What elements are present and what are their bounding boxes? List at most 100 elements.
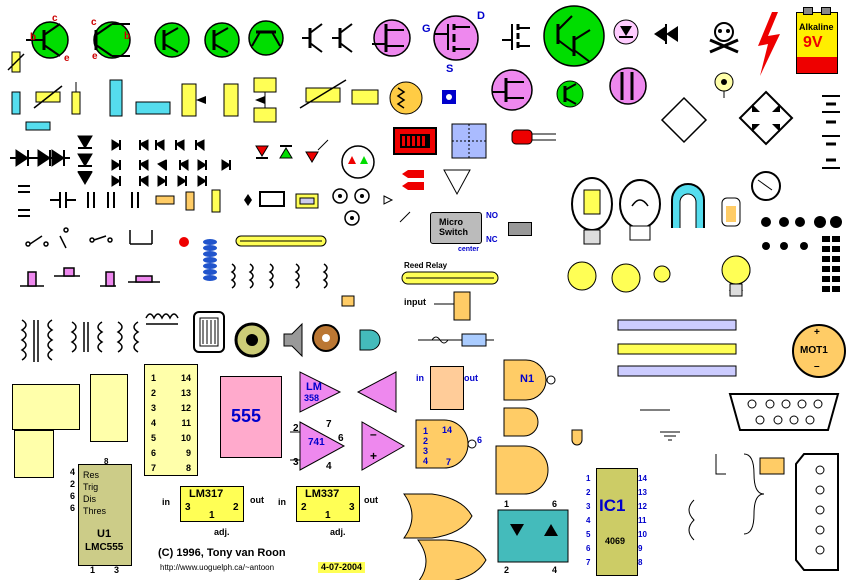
website-text: http://www.uoguelph.ca/~antoon	[160, 563, 275, 572]
microswitch-center: center	[458, 246, 480, 253]
u1-pin-label: Thres	[83, 506, 107, 516]
collector-label: c	[52, 13, 58, 24]
lm337-pin3: 3	[349, 502, 355, 513]
base-label-2: b	[124, 31, 131, 42]
dip14-pin: 13	[180, 388, 191, 398]
gate-label: G	[422, 23, 431, 35]
lm317-pin2: 2	[233, 502, 239, 513]
lm741-pin6: 6	[338, 433, 344, 444]
motor-plus: +	[814, 327, 820, 338]
opto-pin1: 1	[504, 499, 510, 509]
lm337-in: in	[278, 497, 286, 507]
dip14-pin: 3	[151, 403, 157, 413]
battery-9v: Alkaline 9V	[796, 7, 838, 74]
u1-part: LMC555	[85, 542, 124, 553]
u1-left-pins: 4 2 6 6	[70, 466, 75, 514]
ic1-4069: IC1 4069	[596, 468, 638, 576]
lm317-out: out	[250, 495, 264, 505]
u1-pin: 6	[70, 491, 76, 501]
ic1-pin: 10	[638, 530, 647, 539]
lm317-pin1: 1	[209, 510, 215, 521]
u1-pin: 6	[70, 503, 76, 513]
u1-bottom-pin-1: 1	[90, 565, 96, 575]
gate14-pin7: 7	[446, 457, 452, 467]
dip14-chip: 1 2 3 4 5 6 7 14 13 12 11 10 9 8	[144, 364, 198, 476]
block-out-label: out	[464, 373, 478, 383]
gate14-left-pins: 1 2 3 4	[423, 426, 428, 466]
u1-pin: 4	[70, 467, 76, 477]
dip14-left-pins: 1 2 3 4 5 6 7	[151, 371, 156, 476]
ic1-pin: 2	[586, 488, 591, 497]
u1-pin-label: Res	[83, 470, 100, 480]
ic1-pin: 12	[638, 502, 647, 511]
ic1-left-pins: 1 2 3 4 5 6 7	[586, 472, 590, 570]
ic1-pin: 8	[638, 558, 643, 567]
gate14-pin6: 6	[477, 435, 483, 445]
ic1-pin: 14	[638, 474, 647, 483]
ic1-pin: 4	[586, 516, 591, 525]
dip8-chip-1	[12, 384, 80, 430]
collector-label-2: c	[91, 17, 97, 28]
lm741-pin7: 7	[326, 419, 332, 430]
dip14-right-pins: 14 13 12 11 10 9 8	[181, 371, 191, 476]
small-relay	[508, 222, 532, 236]
emitter-label: e	[64, 53, 70, 64]
lm317-in: in	[162, 497, 170, 507]
dip14-pin: 10	[180, 433, 191, 443]
ic-555: 555	[220, 376, 282, 458]
dip14-pin: 4	[151, 418, 157, 428]
inout-block	[430, 366, 464, 410]
dip14-pin: 1	[151, 373, 157, 383]
u1-ref: U1	[97, 528, 112, 540]
dip14-pin: 2	[151, 388, 157, 398]
gate14-pin: 4	[423, 456, 429, 466]
gate14-pin: 1	[423, 426, 429, 436]
ic1-pin: 7	[586, 558, 591, 567]
ic1-ref: IC1	[599, 496, 626, 515]
gate14-pin14: 14	[442, 425, 453, 435]
reed-relay-label: Reed Relay	[404, 261, 448, 270]
lm317-name: LM317	[189, 488, 224, 500]
ic1-pin: 3	[586, 502, 591, 511]
u1-pin: 2	[70, 479, 76, 489]
u1-pin-label: Dis	[83, 494, 96, 504]
lm317-pin3: 3	[185, 502, 191, 513]
opto-pin6: 6	[552, 499, 558, 509]
dip14-pin: 12	[180, 403, 191, 413]
emitter-label-2: e	[92, 51, 98, 62]
motor-label: MOT1	[800, 345, 828, 356]
lm337-name: LM337	[305, 488, 340, 500]
chip-pin-8: 8	[104, 457, 109, 466]
opamp-minus: –	[370, 427, 377, 441]
microswitch-no: NO	[486, 211, 498, 220]
ic1-part: 4069	[605, 536, 626, 546]
relay-input-label: input	[404, 297, 426, 307]
motor-minus: –	[814, 361, 820, 372]
dip14-pin: 9	[185, 448, 191, 458]
u1-pin-label: Trig	[83, 482, 99, 492]
lm741-pin3: 3	[293, 457, 299, 468]
microswitch: Micro Switch	[430, 212, 482, 244]
gate14-pin: 2	[423, 436, 429, 446]
source-label: S	[446, 63, 454, 75]
dip14-pin: 7	[151, 463, 157, 473]
drain-label: D	[477, 10, 485, 22]
dip8-chip-2	[90, 374, 128, 442]
lm317: LM317 3 2 1	[180, 486, 244, 522]
lm337-pin1: 1	[325, 510, 331, 521]
block-in-label: in	[416, 373, 424, 383]
gate14-pin: 3	[423, 446, 429, 456]
ic1-pin: 9	[638, 544, 643, 553]
ic1-pin: 6	[586, 544, 591, 553]
microswitch-title: Micro Switch	[439, 217, 469, 237]
base-label: b	[30, 32, 37, 43]
ic1-right-pins: 14 13 12 11 10 9 8	[638, 472, 647, 570]
